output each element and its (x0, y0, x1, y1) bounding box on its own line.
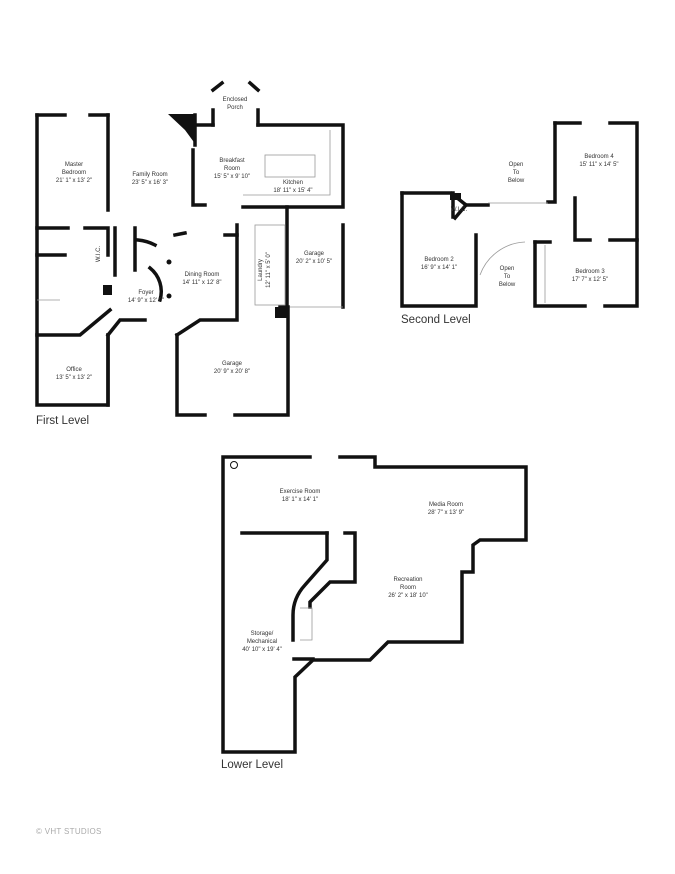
room-dims: 20' 2" x 10' 5" (296, 259, 332, 265)
room-label: Media Room (429, 502, 463, 508)
level-title: First Level (36, 415, 89, 427)
svg-text:Porch: Porch (227, 105, 243, 111)
room-dims: 26' 2" x 18' 10" (388, 593, 428, 599)
room-label: Bedroom 3 (575, 269, 605, 275)
room-dims: 18' 1" x 14' 1" (282, 497, 318, 503)
room-dims: 15' 11" x 14' 5" (579, 162, 618, 168)
room-dims: 15' 5" x 9' 10" (214, 174, 250, 180)
room-label: Exercise Room (280, 489, 321, 495)
room-label: Garage (222, 361, 243, 367)
room-dims: 12' 11" x 5' 0" (266, 252, 272, 288)
room-label: Open (509, 162, 524, 168)
room-label: Bedroom (62, 170, 86, 176)
room-label: Open (500, 266, 515, 272)
room-label: Porch (227, 105, 243, 111)
room-dims: 20' 9" x 20' 8" (214, 369, 250, 375)
level-title: Second Level (401, 314, 471, 326)
room-label: Recreation (393, 577, 422, 583)
room-dims: 18' 11" x 15' 4" (273, 188, 312, 194)
room-dims: 23' 5" x 16' 3" (132, 180, 168, 186)
svg-text:Enclosed: Enclosed (223, 97, 248, 103)
room-label: Laundry (258, 259, 264, 281)
room-label: Breakfast (219, 158, 245, 164)
room-dims: 17' 7" x 12' 5" (572, 277, 608, 283)
room-label: To (513, 170, 520, 176)
room-dims: 21' 1" x 13' 2" (56, 178, 92, 184)
room-dims: 13' 5" x 13' 2" (56, 375, 92, 381)
room-dims: 14' 9" x 12' 0" (128, 298, 164, 304)
room-dims: 14' 11" x 12' 8" (182, 280, 221, 286)
room-label: Office (66, 367, 82, 373)
first-level-plan: Enclosed Porch Master Bedroom 21' 1" x 1… (35, 80, 345, 427)
room-dims: 16' 9" x 14' 1" (421, 265, 457, 271)
room-label: Dining Room (185, 272, 220, 278)
room-label: Kitchen (283, 180, 303, 186)
room-label: Bedroom 4 (584, 154, 614, 160)
room-label: Enclosed (223, 97, 248, 103)
room-label: Room (400, 585, 416, 591)
room-dims: 40' 10" x 19' 4" (242, 647, 282, 653)
room-label: Room (224, 166, 240, 172)
copyright-watermark: © VHT STUDIOS (36, 827, 102, 836)
lower-level-plan: Exercise Room 18' 1" x 14' 1" Media Room… (221, 455, 528, 771)
room-label: Foyer (138, 290, 153, 296)
room-label: Mechanical (247, 639, 277, 645)
room-label: Bedroom 2 (424, 257, 454, 263)
room-label: Below (508, 178, 525, 184)
room-label: W.I.C. (451, 207, 468, 213)
room-label: To (504, 274, 511, 280)
room-label: Storage/ (251, 631, 274, 637)
room-dims: 28' 7" x 13' 9" (428, 510, 464, 516)
room-label: Master (65, 162, 83, 168)
room-label: Below (499, 282, 516, 288)
second-level-plan: Open To Below Bedroom 4 15' 11" x 14' 5"… (400, 121, 639, 326)
room-label: W.I.C. (96, 246, 102, 263)
room-label: Garage (304, 251, 325, 257)
room-label: Family Room (132, 172, 167, 178)
level-title: Lower Level (221, 759, 283, 771)
